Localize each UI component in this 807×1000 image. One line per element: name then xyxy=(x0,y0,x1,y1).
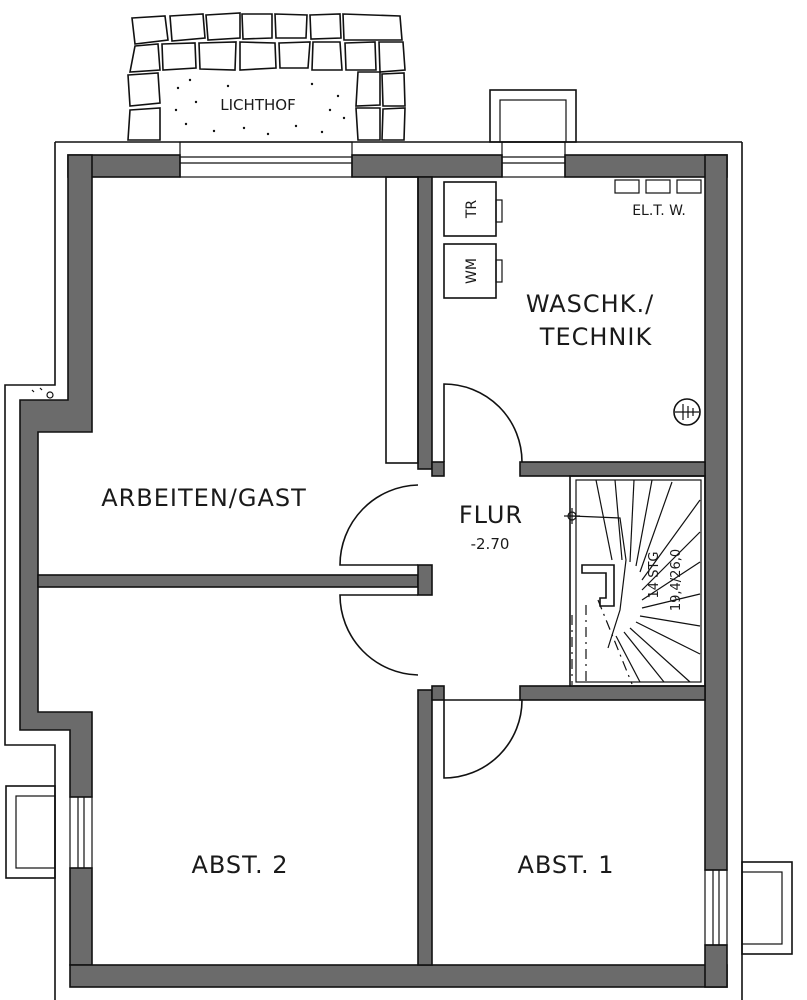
stone-border xyxy=(127,12,406,141)
door-arbeiten xyxy=(339,484,419,566)
door-abst1 xyxy=(443,699,523,779)
gravel-dots xyxy=(174,78,346,136)
walls xyxy=(19,154,728,988)
stair-ratio-label: 19,4/26,0 xyxy=(669,549,684,611)
window-abst2 xyxy=(69,796,93,869)
door-waschk xyxy=(443,383,523,463)
flur-level-label: -2.70 xyxy=(471,535,510,553)
wall-interior-horizontal-left xyxy=(37,574,419,588)
wall-waschk-bottom xyxy=(519,461,706,477)
room-label-abst2: ABST. 2 xyxy=(191,851,288,879)
wall-top-right xyxy=(564,154,728,178)
stair-treads xyxy=(595,479,701,683)
wall-right-upper xyxy=(704,154,728,871)
stair-cutline xyxy=(571,599,633,685)
wall-stub-waschk xyxy=(431,461,445,477)
meters-label: EL.T. W. xyxy=(632,203,686,219)
stair-well xyxy=(569,475,706,687)
lichthof-label: LICHTHOF xyxy=(220,96,295,114)
window-abst1 xyxy=(704,869,728,946)
installation-shaft xyxy=(385,176,419,464)
wall-bottom xyxy=(69,964,728,988)
well-right xyxy=(741,861,793,955)
room-label-arbeiten: ARBEITEN/GAST xyxy=(101,484,307,512)
appliances: TR WM EL.T. W. xyxy=(443,179,702,426)
door-abst2 xyxy=(339,594,419,676)
room-label-abst1: ABST. 1 xyxy=(517,851,614,879)
stair-steps-label: 14 STG xyxy=(647,552,662,599)
wall-left-outer xyxy=(19,154,93,798)
dryer-label: TR xyxy=(464,200,480,220)
well-left xyxy=(5,785,56,879)
wall-interior-vertical-upper xyxy=(417,176,433,470)
ground-connection-icon xyxy=(673,398,701,426)
washer-label: WM xyxy=(464,258,480,284)
window-wells xyxy=(5,89,793,955)
meter-boxes xyxy=(614,179,702,194)
wall-interior-vertical-lower xyxy=(417,689,433,966)
room-label-waschk-line2: TECHNIK xyxy=(539,323,653,351)
stair-stringer xyxy=(581,564,615,607)
stair-walkline xyxy=(571,515,627,649)
window-waschk xyxy=(501,141,566,178)
outline-marks xyxy=(31,387,54,399)
windows xyxy=(69,141,728,946)
wall-stub-flur-left xyxy=(417,564,433,596)
wall-right-lower xyxy=(704,944,728,988)
room-label-waschk-line1: WASCHK./ xyxy=(526,290,654,318)
wall-top-middle xyxy=(351,154,503,178)
doors xyxy=(339,383,523,779)
room-labels: WASCHK./ TECHNIK ARBEITEN/GAST FLUR -2.7… xyxy=(101,290,654,879)
staircase: 14 STG 19,4/26,0 xyxy=(564,475,706,687)
outer-outline xyxy=(4,141,743,1000)
room-label-flur: FLUR xyxy=(459,501,523,529)
well-top-right xyxy=(489,89,577,143)
lichthof-light-well: LICHTHOF xyxy=(127,12,406,141)
wall-left-lower xyxy=(69,867,93,966)
wall-stub-abst1 xyxy=(431,685,445,701)
wall-abst1-top xyxy=(519,685,706,701)
window-lichthof xyxy=(179,141,353,178)
